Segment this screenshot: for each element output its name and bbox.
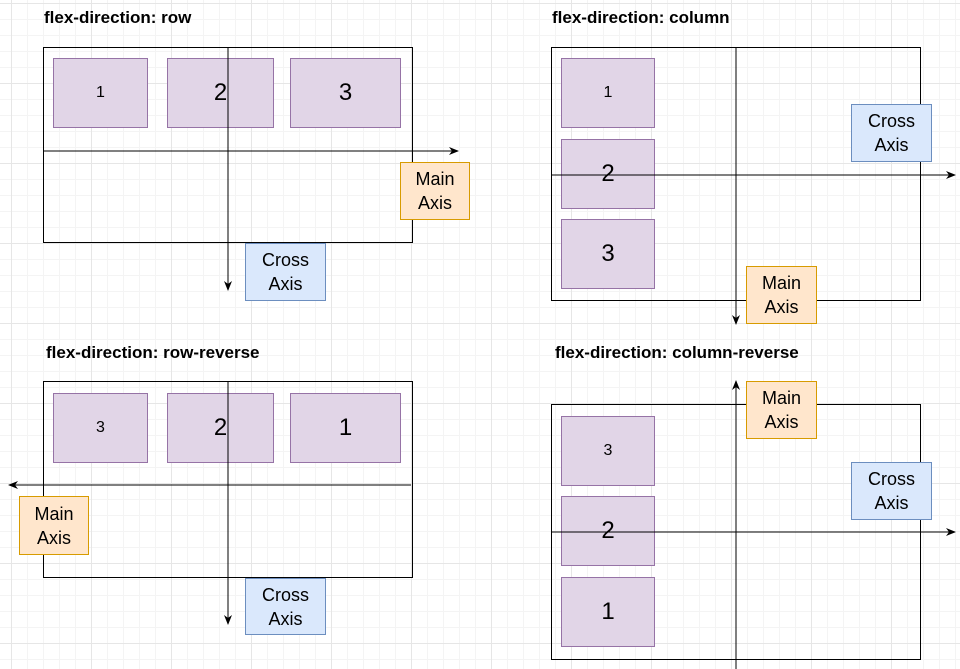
panel-row-item-3: 3 — [290, 58, 401, 128]
panel-column-reverse-title: flex-direction: column-reverse — [555, 343, 799, 362]
panel-row-cross-axis-line1: Cross — [261, 250, 309, 270]
panel-row-reverse-main-axis-line2: Axis — [36, 527, 71, 548]
panel-row-reverse-item-2: 2 — [167, 393, 274, 463]
panel-column-reverse-item-2: 2 — [561, 496, 655, 566]
panel-row-item-1: 1 — [53, 58, 148, 128]
panel-row-title: flex-direction: row — [44, 8, 192, 27]
panel-column-main-axis-line2: Axis — [764, 297, 799, 317]
panel-column-reverse-main-axis-line2: Axis — [764, 412, 799, 432]
panel-column-reverse-main-axis-line1: Main — [761, 388, 801, 408]
panel-column-reverse-item-3: 1 — [561, 577, 655, 647]
panel-column-title: flex-direction: column — [552, 8, 730, 27]
panel-column-item-3: 3 — [561, 219, 655, 289]
panel-row-reverse-item-3: 1 — [290, 393, 401, 463]
panel-row-reverse-cross-axis-line2: Axis — [268, 608, 303, 629]
panel-column-reverse-cross-axis-line2: Axis — [874, 493, 909, 513]
panel-column-item-1: 1 — [561, 58, 655, 128]
panel-row-item-2: 2 — [167, 58, 274, 128]
panel-row-reverse-title: flex-direction: row-reverse — [46, 343, 260, 362]
panel-column-reverse-item-1: 3 — [561, 416, 655, 486]
panel-row-main-axis-line1: Main — [415, 169, 455, 189]
panel-column-reverse-cross-axis-line1: Cross — [867, 469, 915, 489]
panel-row-cross-axis-line2: Axis — [268, 274, 303, 294]
panel-column-cross-axis-line2: Axis — [874, 135, 909, 155]
panel-column-item-2: 2 — [561, 139, 655, 209]
panel-column-cross-axis-line1: Cross — [867, 111, 915, 131]
panel-row-main-axis-line2: Axis — [417, 193, 452, 213]
panel-column-main-axis-line1: Main — [761, 273, 801, 293]
panel-row-reverse-item-1: 3 — [53, 393, 148, 463]
panel-row-reverse-cross-axis-line1: Cross — [261, 584, 309, 605]
panel-row-reverse-main-axis-line1: Main — [34, 503, 74, 524]
